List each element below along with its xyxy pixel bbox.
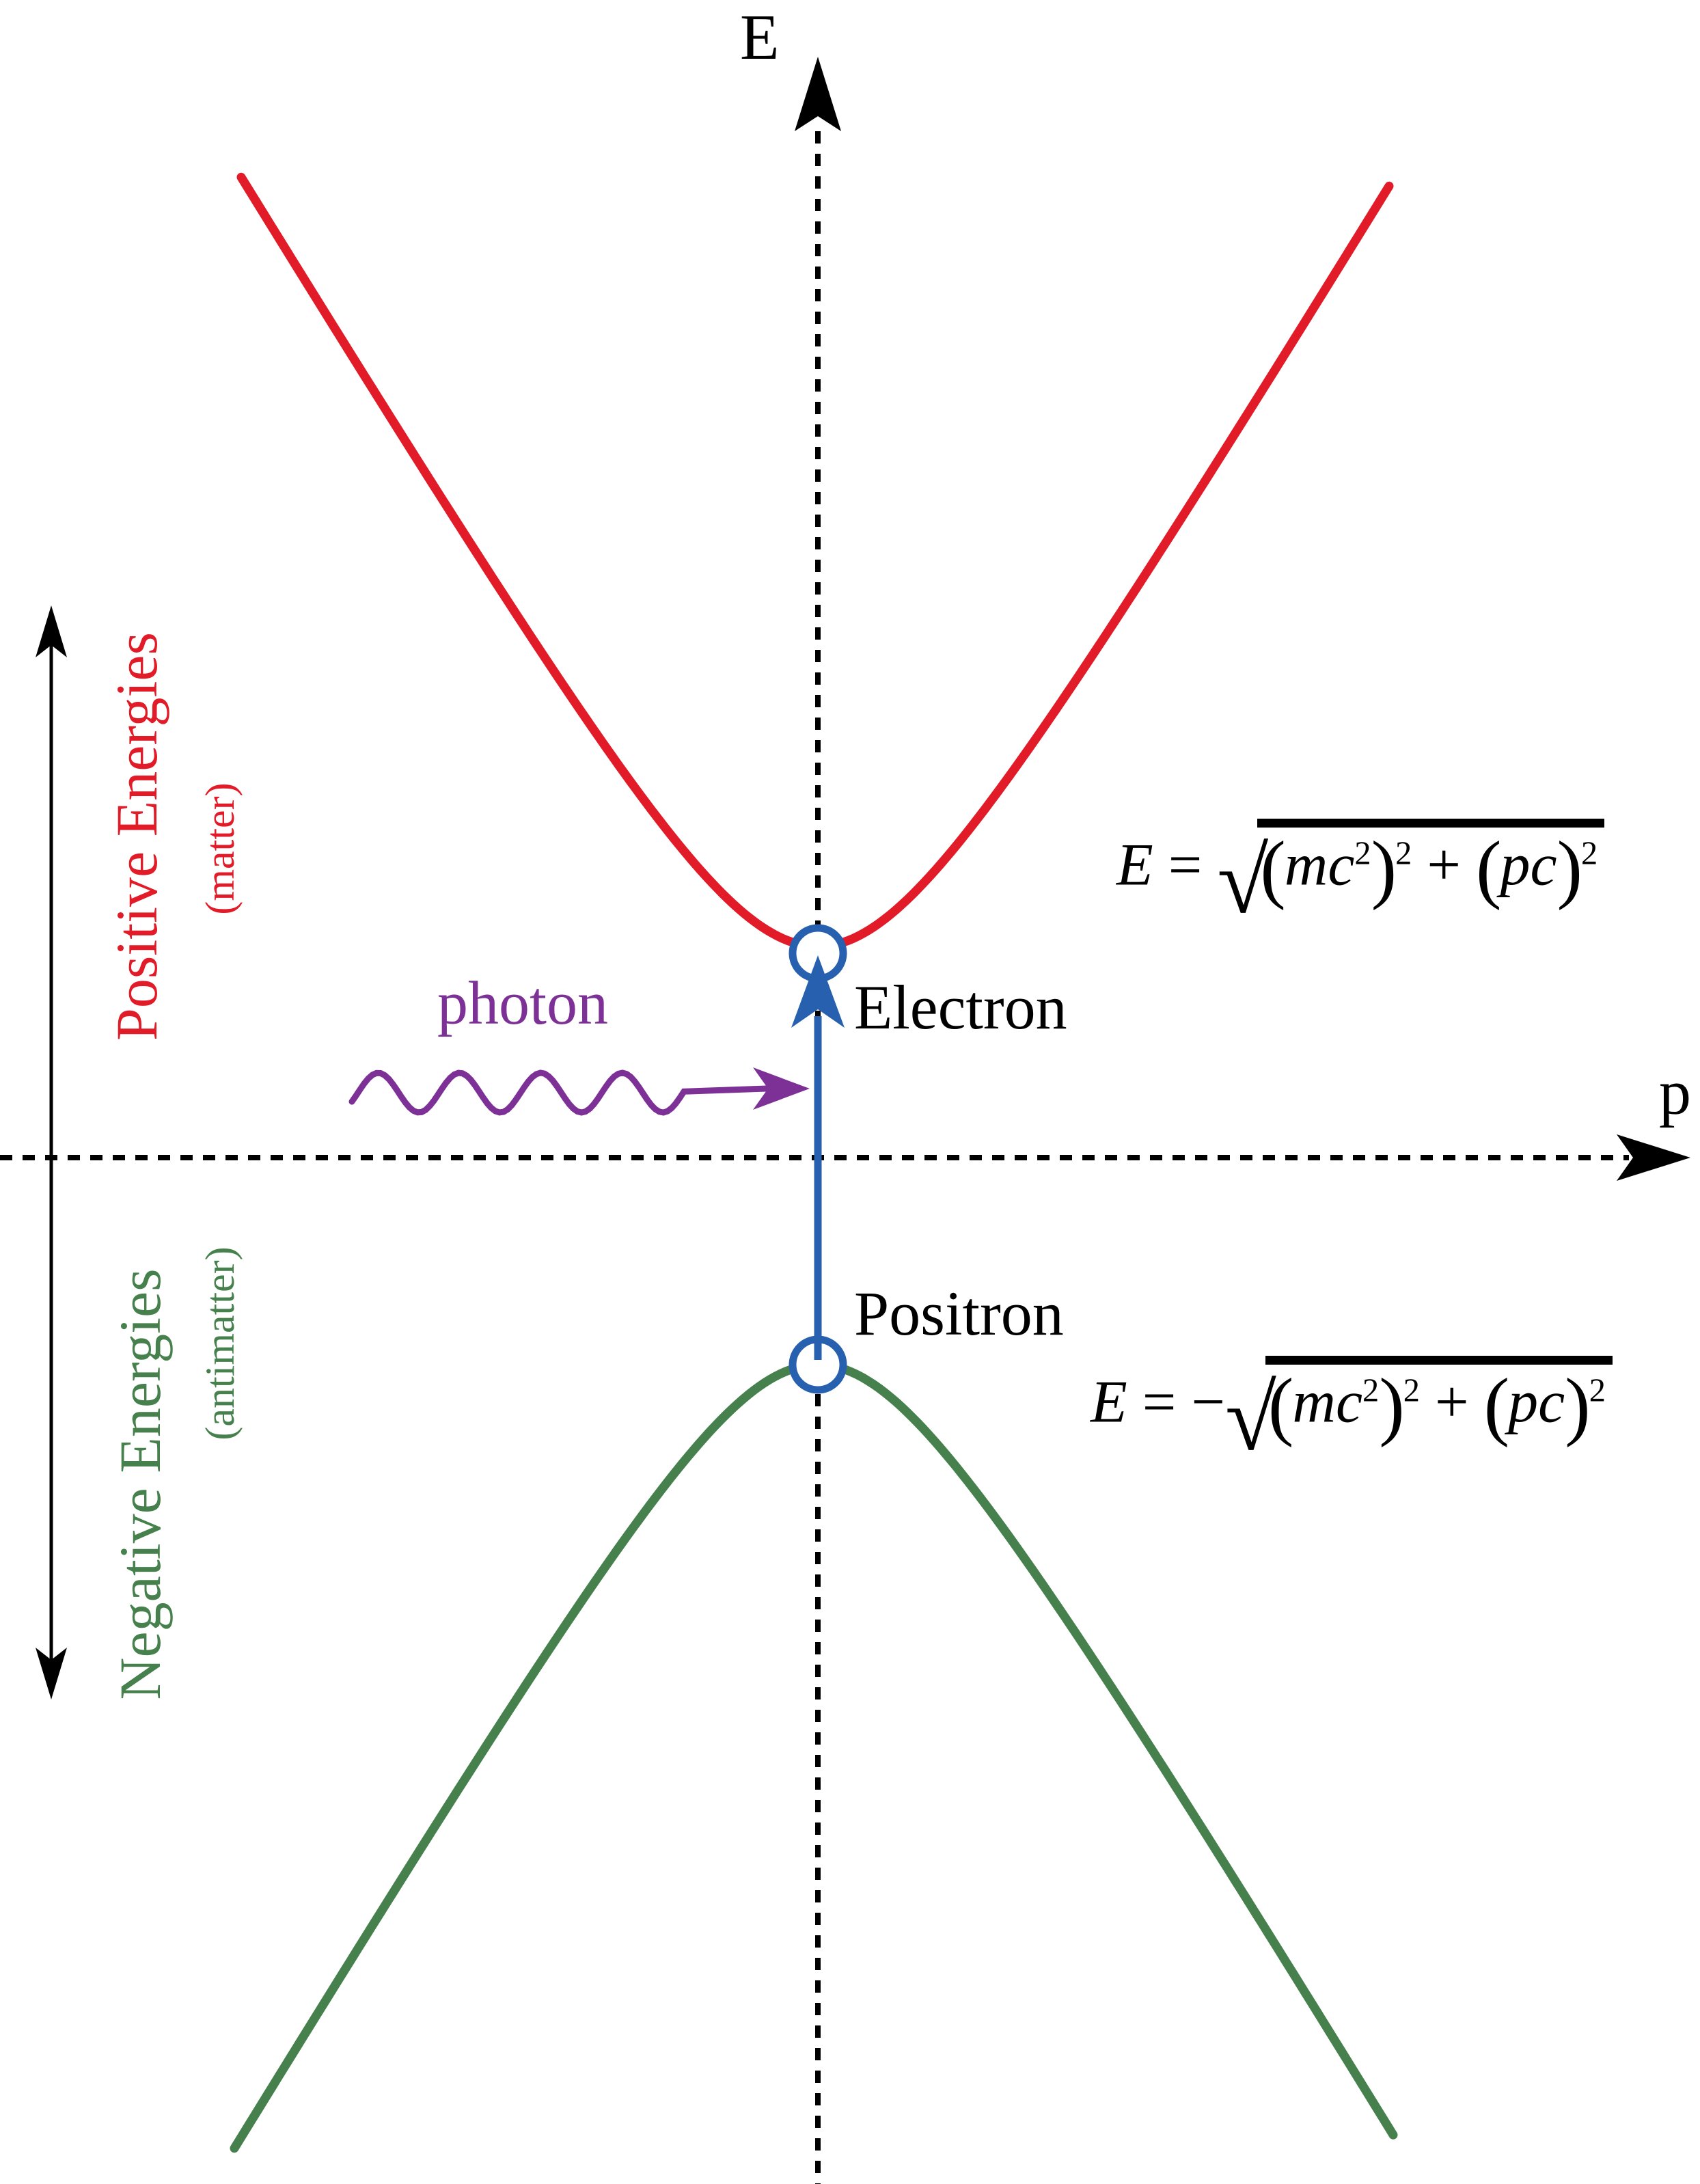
close-paren: ) <box>1557 826 1582 911</box>
formula-lhs: E <box>1091 1369 1127 1436</box>
negative-energy-formula: E = −√(mc2)2 + (pc)2 <box>1091 1356 1613 1465</box>
formula-lhs: E <box>1116 832 1153 899</box>
antimatter-label: (antimatter) <box>197 1246 243 1441</box>
down-arrowhead-icon <box>36 1648 67 1700</box>
electron-label: Electron <box>854 972 1067 1042</box>
radicand: (mc2)2 + (pc)2 <box>1257 819 1605 907</box>
formula-sign: − <box>1191 1369 1226 1436</box>
close-paren: ) <box>1371 826 1397 911</box>
matter-label: (matter) <box>197 782 243 915</box>
photon-arrowhead-icon <box>753 1067 810 1110</box>
plus-operator: + <box>1412 832 1476 899</box>
energy-axis-label: E <box>740 2 780 73</box>
formula-equals: = <box>1153 832 1218 899</box>
outer-exponent: 2 <box>1403 1372 1420 1409</box>
pc-term: pc <box>1508 1369 1565 1436</box>
negative-energies-label: Negative Energies <box>107 1268 173 1700</box>
open-paren: ( <box>1483 1363 1509 1448</box>
mc-term: mc <box>1292 1369 1363 1436</box>
inner-exponent: 2 <box>1362 1372 1380 1409</box>
photon-label: photon <box>437 970 609 1037</box>
inner-exponent: 2 <box>1354 835 1371 872</box>
momentum-axis-label: p <box>1659 1057 1691 1128</box>
mc-term: mc <box>1284 832 1355 899</box>
open-paren: ( <box>1260 826 1285 911</box>
positive-energy-formula: E = √(mc2)2 + (pc)2 <box>1116 819 1605 928</box>
momentum-axis-arrowhead-icon <box>1617 1134 1690 1181</box>
radicand: (mc2)2 + (pc)2 <box>1265 1356 1613 1445</box>
pair-creation-arrowhead-icon <box>791 955 845 1028</box>
outer-exponent: 2 <box>1395 835 1412 872</box>
open-paren: ( <box>1267 1363 1293 1448</box>
negative-energy-curve <box>230 1360 1398 2153</box>
open-paren: ( <box>1475 826 1501 911</box>
close-paren: ) <box>1379 1363 1404 1448</box>
outer-exponent: 2 <box>1581 835 1598 872</box>
pc-term: pc <box>1500 832 1557 899</box>
plus-operator: + <box>1419 1369 1484 1436</box>
up-arrowhead-icon <box>36 605 67 657</box>
close-paren: ) <box>1565 1363 1590 1448</box>
photon-wave-icon <box>348 1069 770 1116</box>
sqrt-icon: √ <box>1217 829 1269 933</box>
outer-exponent: 2 <box>1589 1372 1606 1409</box>
formula-equals: = <box>1127 1369 1192 1436</box>
energy-axis-arrowhead-icon <box>795 57 841 131</box>
positive-energies-label: Positive Energies <box>104 632 169 1041</box>
positron-label: Positron <box>854 1279 1064 1348</box>
sqrt-icon: √ <box>1225 1366 1276 1471</box>
